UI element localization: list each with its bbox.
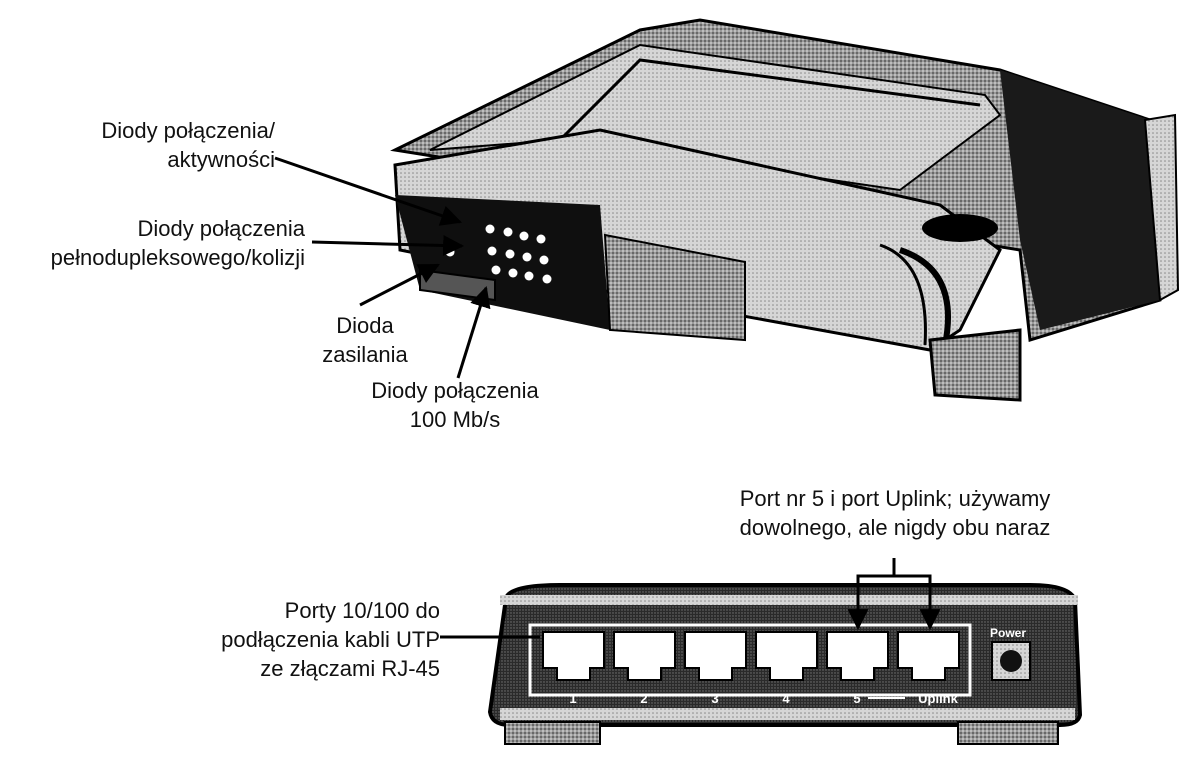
label-speed-100: Diody połączenia 100 Mb/s [371, 378, 539, 432]
pointer-arrows-bottom [440, 558, 941, 639]
label-power-led: Dioda zasilania [322, 313, 408, 367]
port-number-1: 1 [569, 691, 576, 706]
power-label: Power [990, 626, 1026, 640]
label-uplink-note: Port nr 5 i port Uplink; używamy dowolne… [739, 486, 1051, 540]
label-link-activity: Diody połączenia/ aktywności [101, 118, 275, 172]
label-full-duplex: Diody połączenia pełnodupleksowego/koliz… [50, 216, 305, 270]
rj45-port-1 [542, 631, 605, 681]
rj45-port-uplink [897, 631, 960, 681]
port-number-3: 3 [711, 691, 718, 706]
port-number-5: 5 [853, 691, 860, 706]
port-number-4: 4 [782, 691, 790, 706]
label-ports-note: Porty 10/100 do podłączenia kabli UTP ze… [221, 598, 440, 681]
rj45-port-4 [755, 631, 818, 681]
rj45-port-2 [613, 631, 676, 681]
uplink-label: Uplink [918, 691, 958, 706]
rj45-port-5 [826, 631, 889, 681]
rj45-ports [542, 631, 960, 681]
rj45-port-3 [684, 631, 747, 681]
port-number-2: 2 [640, 691, 647, 706]
switch-front-view [390, 18, 1180, 402]
pointer-arrows-top [274, 156, 491, 379]
